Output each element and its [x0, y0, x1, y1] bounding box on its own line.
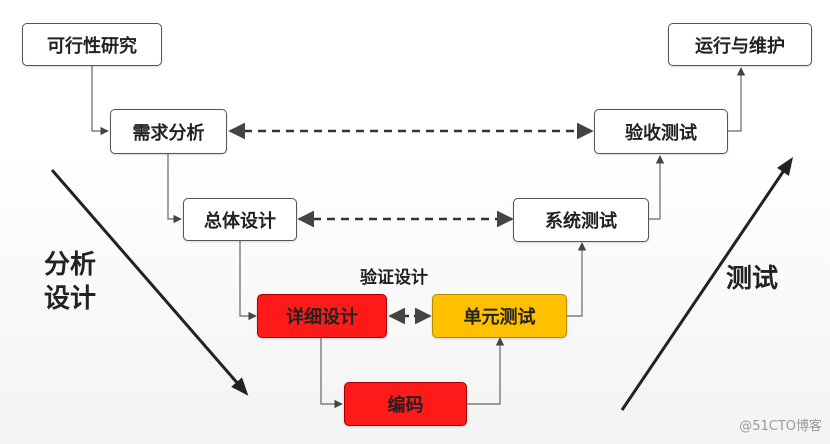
box-coding: 编码 [344, 382, 467, 426]
box-unit-test: 单元测试 [432, 294, 567, 338]
analysis-design-diagonal-arrow [50, 169, 249, 396]
connector-system-to-acceptance [649, 155, 665, 220]
box-acceptance-test: 验收测试 [594, 109, 728, 154]
connector-detailed-to-coding [320, 338, 343, 409]
box-detailed-design-label: 详细设计 [286, 307, 358, 328]
box-unit-test-label: 单元测试 [463, 307, 536, 328]
connector-requirements-to-overall [167, 154, 182, 224]
connector-overall-to-detailed [239, 240, 257, 321]
box-operation: 运行与维护 [668, 23, 812, 66]
box-requirements-label: 需求分析 [132, 122, 205, 144]
analysis-design-line2: 设计 [44, 284, 97, 314]
testing-diagonal-arrow [620, 157, 794, 411]
box-detailed-design: 详细设计 [257, 294, 387, 338]
box-system-test: 系统测试 [513, 198, 649, 242]
box-requirements: 需求分析 [110, 109, 227, 154]
analysis-design-label: 分析 设计 [44, 248, 96, 316]
box-acceptance-test-label: 验收测试 [625, 122, 697, 144]
box-operation-label: 运行与维护 [695, 35, 785, 57]
watermark: @51CTO博客 [739, 419, 822, 434]
box-system-test-label: 系统测试 [545, 211, 617, 232]
box-coding-label: 编码 [387, 395, 424, 416]
box-overall-design: 总体设计 [183, 198, 297, 241]
connector-coding-to-unit [467, 337, 505, 405]
connector-acceptance-to-operation [728, 67, 746, 132]
connector-unit-to-system [567, 242, 587, 317]
testing-label: 测试 [726, 264, 779, 294]
box-feasibility: 可行性研究 [22, 23, 162, 66]
box-feasibility-label: 可行性研究 [47, 35, 137, 57]
verify-design-label: 验证设计 [360, 268, 428, 288]
analysis-design-line1: 分析 [44, 250, 97, 280]
box-overall-design-label: 总体设计 [204, 210, 276, 232]
connector-feasibility-to-requirements [91, 66, 109, 136]
